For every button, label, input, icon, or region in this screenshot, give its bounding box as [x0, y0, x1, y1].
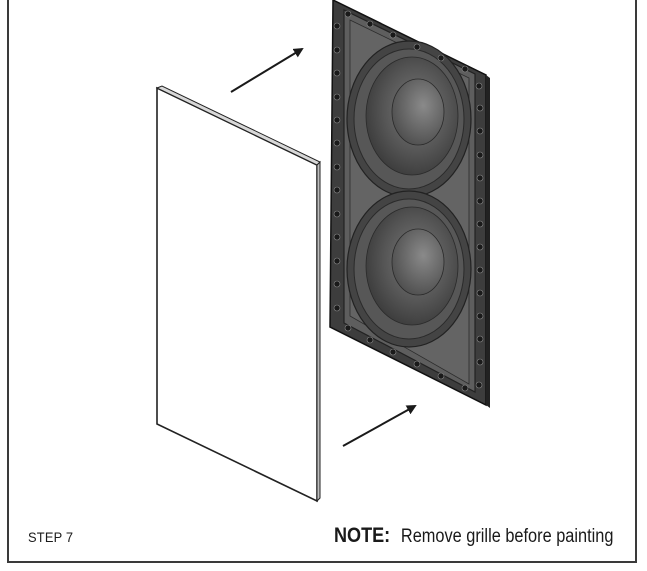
in-wall-subwoofer — [329, 0, 490, 408]
arrow-bottom — [342, 405, 417, 447]
woofer-bottom — [346, 190, 472, 348]
note-label: NOTE: — [334, 524, 391, 547]
note: NOTE: Remove grille before painting — [334, 524, 613, 548]
note-text: Remove grille before painting — [400, 526, 614, 547]
diagram-frame — [7, 0, 637, 563]
arrow-top — [230, 47, 304, 93]
woofer-top — [346, 40, 472, 198]
step-label: STEP 7 — [28, 529, 74, 545]
grille-panel — [155, 85, 321, 503]
mounting-screws — [333, 10, 484, 392]
